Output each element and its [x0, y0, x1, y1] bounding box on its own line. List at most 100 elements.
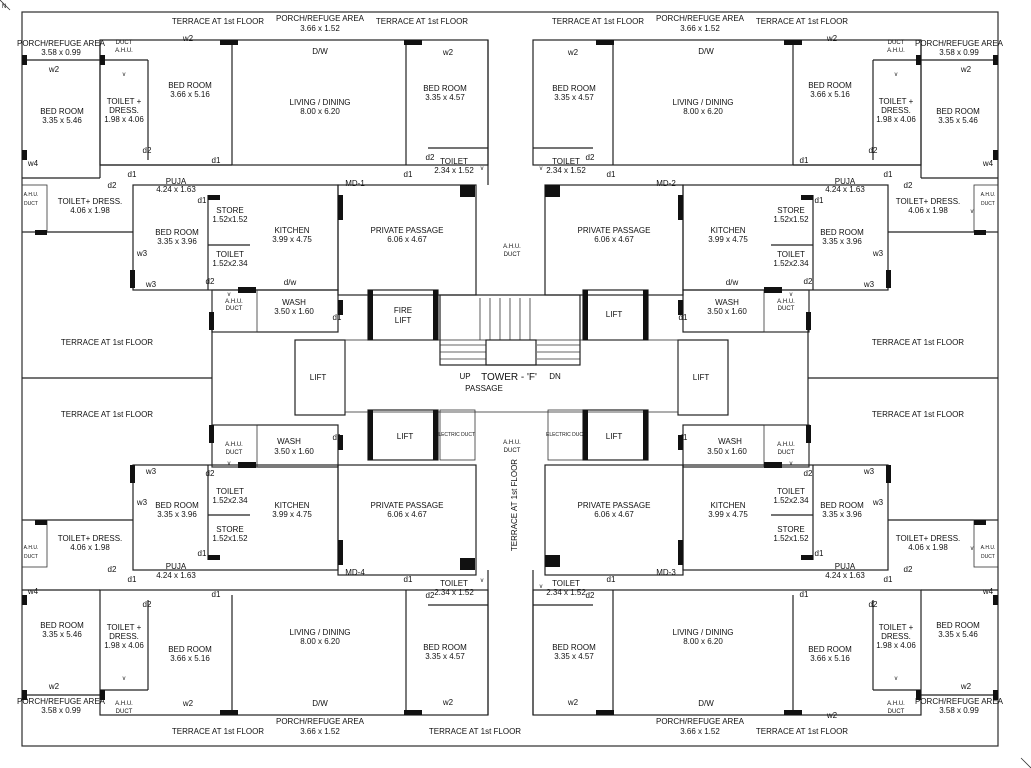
bed-room-dim: 3.35 x 3.96 [157, 510, 197, 519]
bed-room-label: BED ROOM [808, 81, 852, 90]
terrace-label: TERRACE AT 1st FLOOR [172, 17, 264, 26]
window-tag: w3 [145, 280, 157, 289]
terrace-label: TERRACE AT 1st FLOOR [756, 17, 848, 26]
ahu-label: A.H.U. [981, 545, 996, 551]
window-tag: w3 [872, 249, 884, 258]
door-tag: d2 [108, 565, 117, 574]
svg-text:N: N [2, 4, 6, 10]
bed-room-label: BED ROOM [820, 501, 864, 510]
door-tag: d1 [212, 156, 221, 165]
ahu-label: A.H.U. [887, 48, 905, 54]
store-dim: 1.52x1.52 [773, 215, 809, 224]
terrace-label: TERRACE AT 1st FLOOR [376, 17, 468, 26]
duct-label: DUCT [116, 709, 133, 715]
door-tag: d2 [586, 591, 595, 600]
duct-label: DUCT [24, 201, 38, 207]
door-tag: d2 [804, 469, 813, 478]
bed-room-dim: 3.35 x 5.46 [938, 630, 978, 639]
door-tag: D/W [312, 47, 328, 56]
store-dim: 1.52x1.52 [773, 534, 809, 543]
vent-tag: v [540, 166, 543, 172]
porch-refuge-dim: 3.66 x 1.52 [300, 727, 340, 736]
window-tag: w4 [982, 587, 994, 596]
puja-label: PUJA [166, 177, 187, 186]
door-tag: d2 [426, 591, 435, 600]
duct-label: DUCT [778, 450, 795, 456]
window-tag: w3 [136, 249, 148, 258]
fire-lift-label: FIRE [394, 306, 412, 315]
toilet-dress-dim: 1.98 x 4.06 [104, 115, 144, 124]
bed-room-dim: 3.66 x 5.16 [810, 654, 850, 663]
bed-room-label: BED ROOM [40, 621, 84, 630]
kitchen-label: KITCHEN [710, 501, 745, 510]
bed-room-dim: 3.35 x 3.96 [822, 510, 862, 519]
stair-up-label: UP [459, 372, 470, 381]
lift-label: LIFT [606, 432, 623, 441]
store-dim: 1.52x1.52 [212, 215, 248, 224]
toilet-dress-label: TOILET + [107, 623, 142, 632]
living-dim: 8.00 x 6.20 [683, 637, 723, 646]
fire-lift-label: LIFT [395, 316, 412, 325]
door-tag: d1 [884, 170, 893, 179]
porch-refuge-dim: 3.58 x 0.99 [939, 706, 979, 715]
wash-dim: 3.50 x 1.60 [707, 447, 747, 456]
porch-refuge-dim: 3.66 x 1.52 [300, 24, 340, 33]
window-tag: w2 [960, 65, 972, 74]
door-tag: d/w [284, 278, 297, 287]
toilet-dress-label: TOILET+ DRESS. [896, 197, 961, 206]
ahu-duct-label: A.H.U. [503, 440, 521, 446]
toilet-dress-label: TOILET + [879, 97, 914, 106]
puja-label: PUJA [835, 562, 856, 571]
porch-refuge-label: PORCH/REFUGE AREA [17, 39, 106, 48]
bed-room-label: BED ROOM [552, 84, 596, 93]
puja-dim: 4.24 x 1.63 [825, 571, 865, 580]
bed-room-label: BED ROOM [552, 643, 596, 652]
vent-tag: v [228, 292, 231, 298]
window-tag: w3 [136, 498, 148, 507]
kitchen-label: KITCHEN [274, 501, 309, 510]
toilet-dress-label: TOILET + [879, 623, 914, 632]
porch-refuge-dim: 3.58 x 0.99 [41, 48, 81, 57]
bed-room-dim: 3.35 x 4.57 [554, 652, 594, 661]
ahu-label: A.H.U. [24, 545, 39, 551]
wash-dim: 3.50 x 1.60 [274, 307, 314, 316]
door-tag: d1 [679, 433, 688, 442]
private-passage-dim: 6.06 x 4.67 [387, 235, 427, 244]
porch-refuge-label: PORCH/REFUGE AREA [656, 717, 745, 726]
door-tag: d2 [206, 469, 215, 478]
vent-tag: v [540, 584, 543, 590]
ahu-label: A.H.U. [777, 442, 795, 448]
bed-room-label: BED ROOM [168, 81, 212, 90]
door-tag: d1 [884, 575, 893, 584]
store-label: STORE [777, 525, 804, 534]
vent-tag: v [895, 676, 898, 682]
stair-down-label: DN [549, 372, 561, 381]
private-passage-label: PRIVATE PASSAGE [578, 226, 651, 235]
terrace-label: TERRACE AT 1st FLOOR [552, 17, 644, 26]
ahu-duct-label: DUCT [504, 448, 521, 454]
porch-refuge-label: PORCH/REFUGE AREA [915, 39, 1004, 48]
toilet-dress-label: DRESS. [109, 632, 139, 641]
duct-label: DUCT [226, 450, 243, 456]
wash-dim: 3.50 x 1.60 [707, 307, 747, 316]
door-tag: d2 [586, 153, 595, 162]
private-passage-label: PRIVATE PASSAGE [371, 501, 444, 510]
window-tag: w4 [982, 159, 994, 168]
toilet-dress-dim: 4.06 x 1.98 [70, 543, 110, 552]
bed-room-dim: 3.66 x 5.16 [810, 90, 850, 99]
bed-room-label: BED ROOM [808, 645, 852, 654]
door-tag: d1 [212, 590, 221, 599]
electric-duct-label: ELECTRIC DUCT [435, 432, 475, 438]
bed-room-label: BED ROOM [820, 228, 864, 237]
toilet-dim: 2.34 x 1.52 [546, 166, 586, 175]
store-label: STORE [216, 206, 243, 215]
window-tag: w2 [826, 711, 838, 720]
puja-dim: 4.24 x 1.63 [825, 185, 865, 194]
toilet-dress-dim: 1.98 x 4.06 [876, 641, 916, 650]
window-tag: w4 [27, 159, 39, 168]
duct-label: DUCT [116, 40, 133, 46]
duct-label: DUCT [778, 306, 795, 312]
door-tag: d1 [800, 590, 809, 599]
bed-room-dim: 3.35 x 5.46 [42, 116, 82, 125]
door-tag: d1 [404, 575, 413, 584]
